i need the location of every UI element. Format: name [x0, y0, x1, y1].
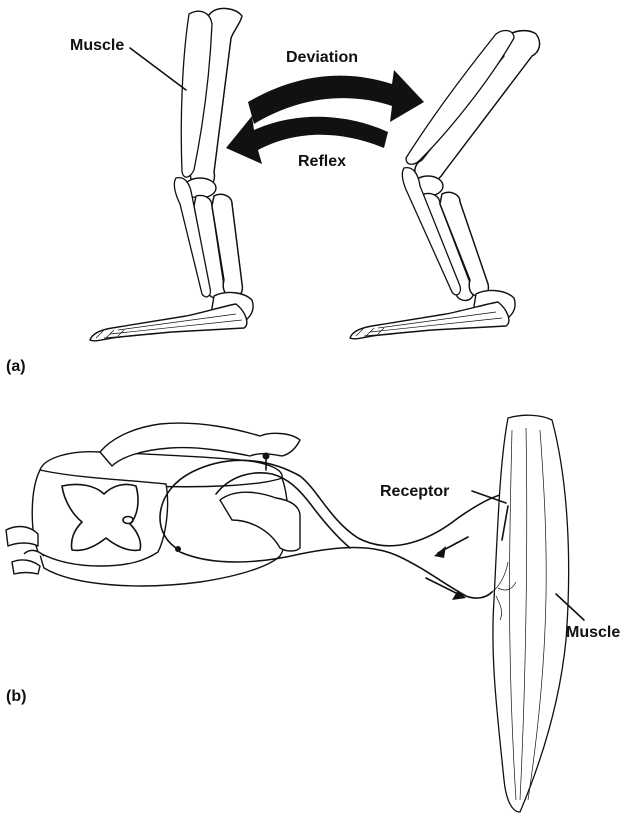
- muscle-leader-line-a: [130, 48, 186, 90]
- leg-bent-illustration: [350, 31, 539, 339]
- sensory-arrowhead-icon: [434, 546, 446, 558]
- deviation-label: Deviation: [286, 49, 358, 66]
- muscle-label-a: Muscle: [70, 37, 124, 54]
- muscle-illustration-b: [492, 415, 569, 812]
- panel-b: Receptor Muscle (b): [6, 415, 620, 812]
- panel-a: Muscle Deviation Reflex (a): [6, 9, 539, 375]
- sensory-cell-body: [263, 453, 270, 460]
- motor-neuron-cell-body: [175, 546, 181, 552]
- receptor-label: Receptor: [380, 483, 449, 500]
- panel-b-label: (b): [6, 688, 26, 705]
- reflex-label: Reflex: [298, 153, 346, 170]
- muscle-label-b: Muscle: [566, 624, 620, 641]
- deviation-arrow: [248, 70, 424, 124]
- leg-straight-illustration: [90, 9, 253, 341]
- panel-a-label: (a): [6, 358, 26, 375]
